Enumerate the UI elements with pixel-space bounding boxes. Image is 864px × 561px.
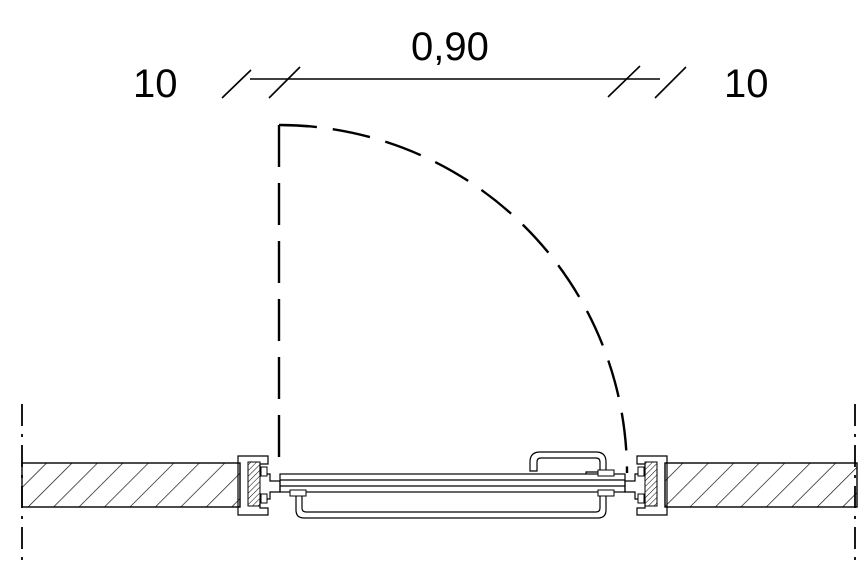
door-swing-arc [278, 123, 629, 474]
dimension-label-opening-width: 0,90 [411, 25, 489, 69]
dimension-tick [654, 66, 687, 99]
dimension-tick [221, 69, 252, 99]
dimension-label-right-jamb: 10 [724, 62, 769, 106]
wall-right [664, 462, 858, 508]
door-leaf-closed [279, 473, 626, 493]
dimension-tick [268, 66, 301, 99]
door-frame-left [237, 455, 281, 516]
dimension-label-left-jamb: 10 [133, 62, 178, 106]
door-frame-right [624, 455, 668, 516]
wall-left [21, 462, 241, 508]
door-lever-handle [529, 451, 615, 477]
dimension-tick [607, 65, 641, 98]
door-pull-handle-lower [289, 489, 615, 519]
dimension-line [221, 65, 687, 99]
